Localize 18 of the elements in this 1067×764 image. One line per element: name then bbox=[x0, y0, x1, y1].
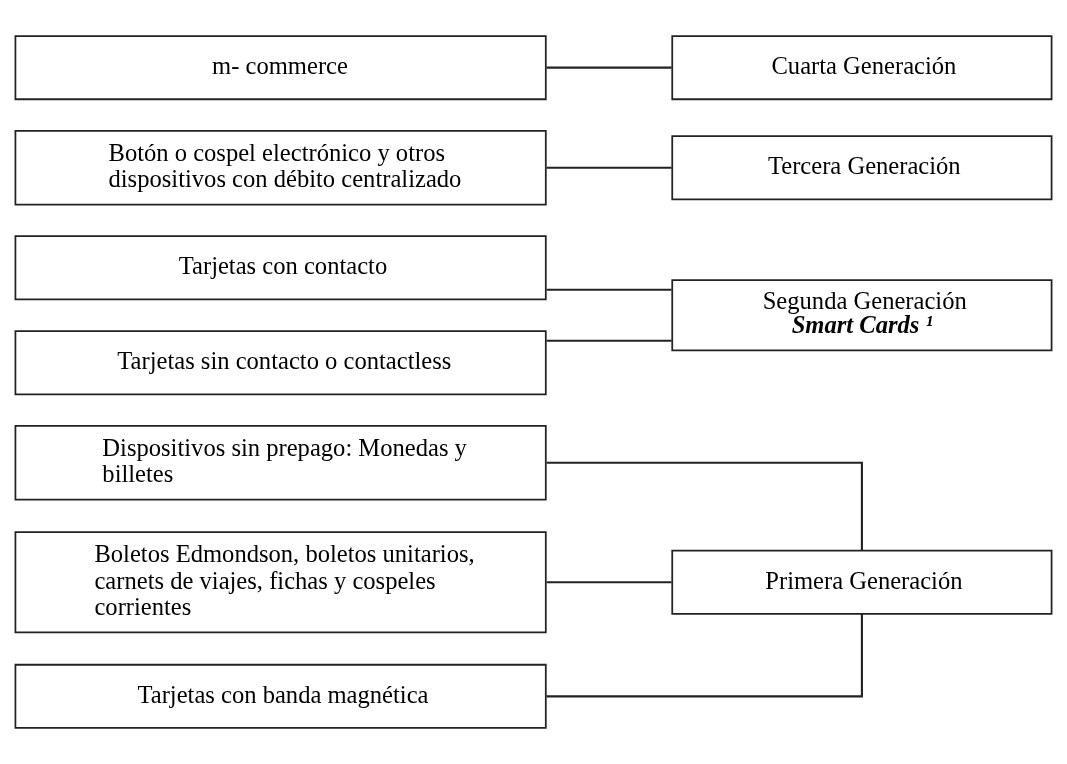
node-box: Botón o cospel electrónico y otros dispositivos con débito centralizado bbox=[14, 130, 547, 206]
connector bbox=[546, 288, 672, 291]
connector bbox=[546, 166, 672, 169]
node-box: Cuarta Generación bbox=[671, 35, 1053, 101]
connector bbox=[546, 581, 672, 584]
connector bbox=[546, 339, 672, 342]
node-box: Tarjetas con contacto bbox=[14, 235, 547, 301]
node-box: Boletos Edmondson, boletos unitarios, carnets de viajes, fichas y cospeles corrientes bbox=[14, 531, 547, 634]
node-box: Dispositivos sin prepago: Monedas y billetes bbox=[14, 425, 547, 501]
connector bbox=[546, 461, 863, 551]
connector bbox=[546, 66, 672, 69]
node-box: Primera Generación bbox=[671, 549, 1053, 615]
node-box: Tercera Generación bbox=[671, 135, 1053, 201]
node-box: m- commerce bbox=[14, 35, 547, 101]
connector bbox=[546, 614, 863, 698]
node-box: Tarjetas con banda magnética bbox=[14, 663, 547, 729]
node-box: Segunda Generación Smart Cards ¹ bbox=[671, 279, 1053, 352]
node-box: Tarjetas sin contacto o contactless bbox=[14, 330, 547, 396]
